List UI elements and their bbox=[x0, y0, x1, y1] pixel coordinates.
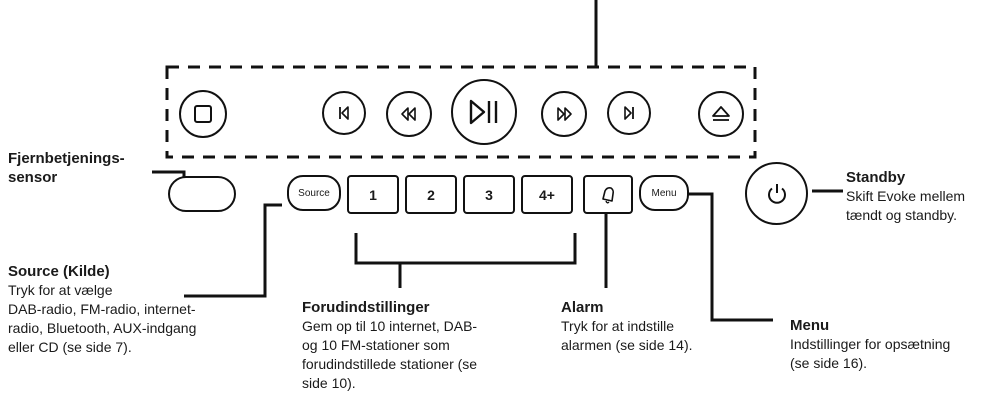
presets-label: Forudindstillinger Gem op til 10 interne… bbox=[302, 298, 542, 393]
source-title: Source (Kilde) bbox=[8, 263, 110, 280]
source-desc-line-3: radio, Bluetooth, AUX-indgang bbox=[8, 320, 197, 336]
menu-title: Menu bbox=[790, 317, 830, 334]
sensor-label: Fjernbetjenings- sensor bbox=[8, 149, 125, 187]
preset-1-button[interactable]: 1 bbox=[347, 175, 399, 214]
rewind-icon bbox=[401, 107, 416, 121]
source-button[interactable]: Source bbox=[287, 175, 341, 211]
sensor-title-line-1: Fjernbetjenings- bbox=[8, 150, 125, 167]
menu-desc-line-1: Indstillinger for opsætning bbox=[790, 336, 951, 352]
alarm-label: Alarm Tryk for at indstille alarmen (se … bbox=[561, 298, 741, 355]
stop-button[interactable] bbox=[179, 90, 227, 138]
presets-desc-line-3: forudindstillede stationer (se bbox=[302, 356, 478, 372]
fast-forward-button[interactable] bbox=[541, 91, 587, 137]
power-icon bbox=[767, 183, 786, 204]
next-track-icon bbox=[624, 106, 634, 120]
standby-title: Standby bbox=[846, 169, 906, 186]
remote-sensor-window bbox=[168, 176, 236, 212]
fast-forward-icon bbox=[557, 107, 572, 121]
standby-button[interactable] bbox=[745, 162, 808, 225]
standby-label: Standby Skift Evoke mellem tændt og stan… bbox=[846, 168, 996, 225]
source-desc-line-2: DAB-radio, FM-radio, internet- bbox=[8, 301, 196, 317]
menu-label: Menu Indstillinger for opsætning (se sid… bbox=[790, 316, 995, 373]
play-pause-icon bbox=[469, 99, 498, 125]
transport-controls-group-outline bbox=[165, 65, 757, 159]
presets-leader-line bbox=[354, 233, 577, 265]
presets-desc-line-2: og 10 FM-stationer som bbox=[302, 337, 450, 353]
source-leader-line bbox=[184, 203, 282, 298]
next-track-button[interactable] bbox=[607, 91, 651, 135]
eject-button[interactable] bbox=[698, 91, 744, 137]
alarm-desc-line-2: alarmen (se side 14). bbox=[561, 337, 693, 353]
alarm-button[interactable] bbox=[583, 175, 633, 214]
source-desc-line-4: eller CD (se side 7). bbox=[8, 339, 132, 355]
alarm-title: Alarm bbox=[561, 299, 604, 316]
preset-2-button[interactable]: 2 bbox=[405, 175, 457, 214]
source-desc-line-1: Tryk for at vælge bbox=[8, 282, 113, 298]
rewind-button[interactable] bbox=[386, 91, 432, 137]
presets-desc-line-4: side 10). bbox=[302, 375, 356, 391]
play-pause-button[interactable] bbox=[451, 79, 517, 145]
presets-desc-line-1: Gem op til 10 internet, DAB- bbox=[302, 318, 478, 334]
standby-desc-line-1: Skift Evoke mellem bbox=[846, 188, 966, 204]
menu-button[interactable]: Menu bbox=[639, 175, 689, 211]
alarm-bell-icon bbox=[602, 186, 615, 203]
menu-leader-line bbox=[688, 192, 773, 322]
source-label: Source (Kilde) Tryk for at vælge DAB-rad… bbox=[8, 262, 268, 357]
previous-track-icon bbox=[339, 106, 349, 120]
preset-3-button[interactable]: 3 bbox=[463, 175, 515, 214]
sensor-title-line-2: sensor bbox=[8, 169, 58, 186]
alarm-desc-line-1: Tryk for at indstille bbox=[561, 318, 675, 334]
presets-title: Forudindstillinger bbox=[302, 299, 430, 316]
standby-desc-line-2: tændt og standby. bbox=[846, 207, 958, 223]
stop-icon bbox=[194, 105, 212, 123]
menu-desc-line-2: (se side 16). bbox=[790, 355, 868, 371]
preset-4-plus-button[interactable]: 4+ bbox=[521, 175, 573, 214]
eject-icon bbox=[712, 106, 730, 121]
previous-track-button[interactable] bbox=[322, 91, 366, 135]
